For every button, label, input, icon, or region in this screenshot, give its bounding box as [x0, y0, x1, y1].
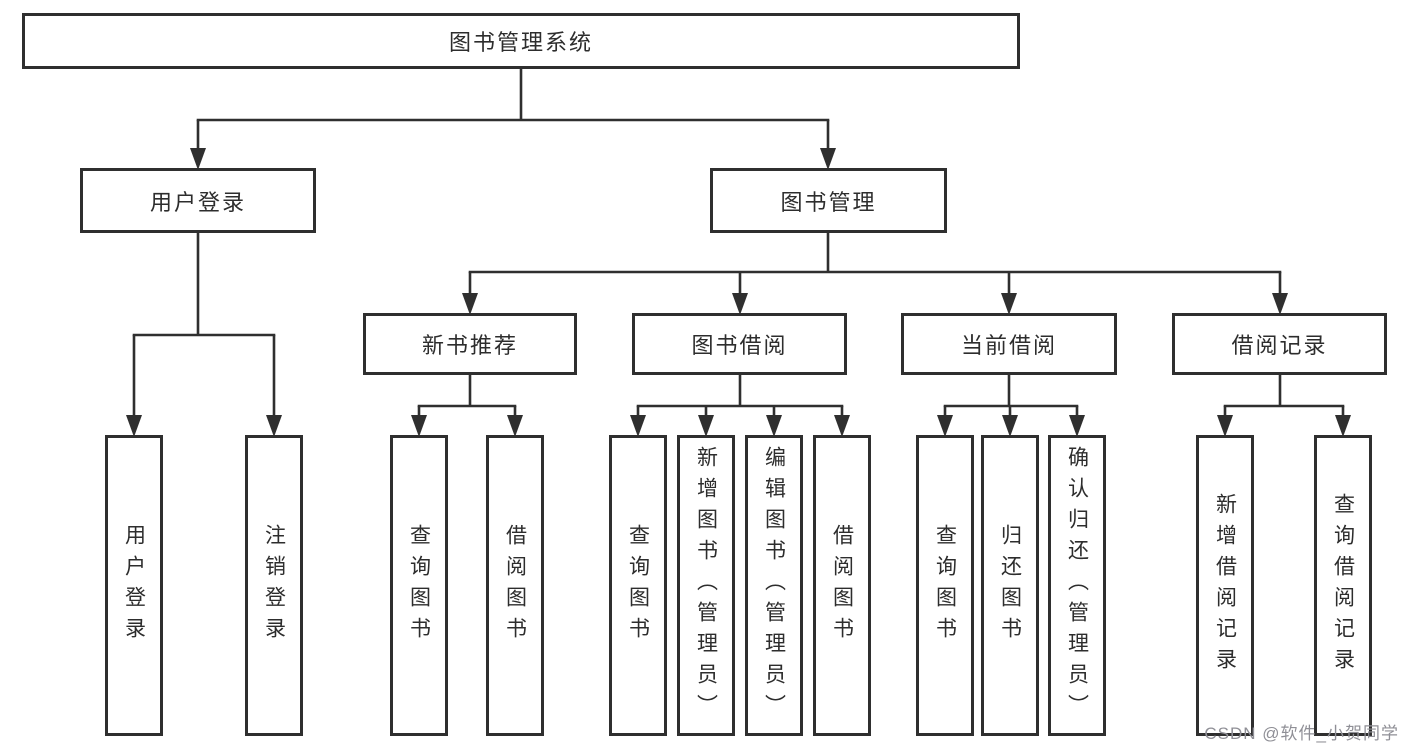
node-current-borrowing: 当前借阅 [901, 313, 1117, 375]
node-new-book-recommendation: 新书推荐 [363, 313, 577, 375]
node-label: 图书借阅 [691, 333, 788, 358]
node-book-management: 图书管理 [710, 168, 947, 233]
node-query-books-current: 查询图书 [916, 435, 974, 736]
node-confirm-return-admin: 确认归还（管理员） [1048, 435, 1106, 736]
node-label: 查询图书 [407, 523, 431, 648]
node-add-books-admin: 新增图书（管理员） [677, 435, 735, 736]
node-label: 图书管理系统 [448, 30, 593, 55]
node-borrowing-records: 借阅记录 [1172, 313, 1387, 375]
node-label: 图书管理 [780, 189, 877, 215]
node-borrow-books-borrow: 借阅图书 [813, 435, 871, 736]
node-add-borrow-record: 新增借阅记录 [1196, 435, 1254, 736]
node-label: 归还图书 [998, 523, 1022, 648]
node-label: 借阅图书 [830, 523, 854, 648]
node-label: 查询图书 [626, 523, 650, 648]
node-user-login-branch: 用户登录 [80, 168, 316, 233]
node-borrow-books-rec: 借阅图书 [486, 435, 544, 736]
node-label: 新增借阅记录 [1213, 492, 1237, 679]
node-edit-books-admin: 编辑图书（管理员） [745, 435, 803, 736]
node-return-books: 归还图书 [981, 435, 1039, 736]
node-query-books-rec: 查询图书 [390, 435, 448, 736]
node-label: 借阅图书 [503, 523, 527, 648]
node-user-login: 用户登录 [105, 435, 163, 736]
node-label: 用户登录 [122, 523, 146, 648]
node-book-management-system: 图书管理系统 [22, 13, 1020, 69]
node-label: 查询图书 [933, 523, 957, 648]
watermark-text: CSDN @软件_小贺同学 [1204, 724, 1399, 743]
node-book-borrowing: 图书借阅 [632, 313, 847, 375]
node-label: 新增图书（管理员） [694, 446, 718, 725]
node-label: 编辑图书（管理员） [762, 446, 786, 725]
node-label: 注销登录 [262, 523, 286, 648]
node-query-books-borrow: 查询图书 [609, 435, 667, 736]
node-logout: 注销登录 [245, 435, 303, 736]
node-label: 查询借阅记录 [1331, 492, 1355, 679]
node-label: 用户登录 [149, 189, 246, 215]
node-label: 确认归还（管理员） [1065, 446, 1089, 725]
node-label: 新书推荐 [421, 333, 518, 358]
node-label: 当前借阅 [960, 333, 1057, 358]
node-label: 借阅记录 [1231, 333, 1328, 358]
node-query-borrow-record: 查询借阅记录 [1314, 435, 1372, 736]
